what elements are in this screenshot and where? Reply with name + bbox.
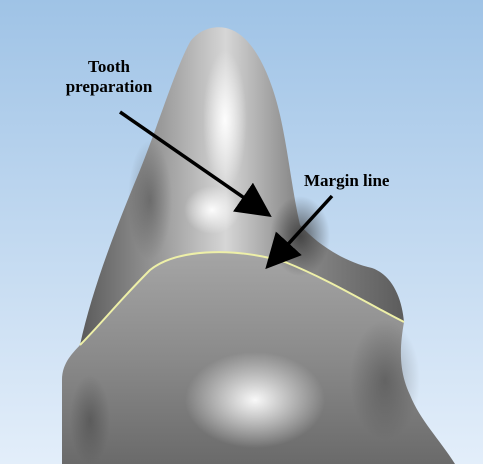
tooth-preparation-label: Tooth preparation — [54, 57, 164, 97]
tooth-label-line1: Tooth — [54, 57, 164, 77]
margin-line-label: Margin line — [304, 171, 389, 191]
tooth-label-line2: preparation — [54, 77, 164, 97]
